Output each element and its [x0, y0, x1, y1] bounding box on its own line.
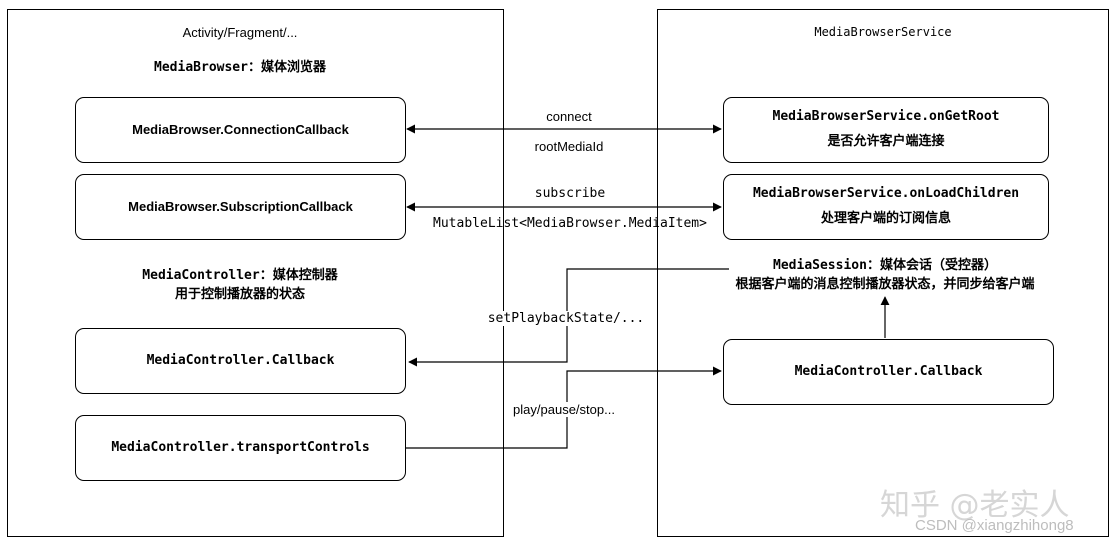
media-controller-label: MediaController：媒体控制器 用于控制播放器的状态: [142, 267, 337, 305]
on-get-root-title: MediaBrowserService.onGetRoot: [772, 109, 1000, 125]
service-controller-callback-label: MediaController.Callback: [794, 363, 983, 379]
media-controller-label-code: MediaController: [142, 268, 260, 283]
transport-controls-box: MediaController.transportControls: [75, 415, 406, 481]
on-get-root-desc: 是否允许客户端连接: [827, 134, 945, 149]
subscription-callback-label: MediaBrowser.SubscriptionCallback: [128, 198, 353, 214]
transport-controls-label: MediaController.transportControls: [111, 439, 370, 455]
set-playback-state-label: setPlaybackState/...: [485, 311, 647, 326]
client-panel-title: Activity/Fragment/...: [182, 25, 298, 40]
on-load-children-box: MediaBrowserService.onLoadChildren 处理客户端…: [723, 174, 1049, 240]
media-controller-label-line2: 用于控制播放器的状态: [174, 286, 306, 302]
on-load-children-desc: 处理客户端的订阅信息: [820, 211, 951, 226]
media-session-label-code: MediaSession: [773, 258, 867, 273]
connect-label: connect: [544, 109, 594, 124]
media-session-label-desc: ：媒体会话（受控器）: [866, 258, 997, 273]
client-controller-callback-box: MediaController.Callback: [75, 328, 406, 394]
mutable-list-label: MutableList<MediaBrowser.MediaItem>: [433, 216, 707, 231]
media-browser-label: MediaBrowser：媒体浏览器: [154, 56, 326, 75]
play-pause-stop-label: play/pause/stop...: [511, 402, 617, 417]
media-session-label: MediaSession：媒体会话（受控器） 根据客户端的消息控制播放器状态，并…: [735, 257, 1034, 295]
root-media-id-label: rootMediaId: [534, 139, 604, 154]
connection-callback-label: MediaBrowser.ConnectionCallback: [132, 121, 349, 137]
client-controller-callback-label: MediaController.Callback: [146, 352, 335, 368]
on-get-root-box: MediaBrowserService.onGetRoot 是否允许客户端连接: [723, 97, 1049, 163]
media-browser-label-code: MediaBrowser: [154, 60, 248, 75]
service-panel-title: MediaBrowserService: [814, 25, 952, 39]
connection-callback-box: MediaBrowser.ConnectionCallback: [75, 97, 406, 163]
media-browser-label-desc: ：媒体浏览器: [247, 60, 326, 75]
csdn-watermark: CSDN @xiangzhihong8: [915, 517, 1074, 534]
subscribe-label: subscribe: [532, 186, 608, 201]
on-load-children-title: MediaBrowserService.onLoadChildren: [752, 186, 1020, 202]
zhihu-watermark: 知乎 @老实人: [880, 488, 1070, 523]
media-controller-label-desc: ：媒体控制器: [259, 268, 338, 283]
subscription-callback-box: MediaBrowser.SubscriptionCallback: [75, 174, 406, 240]
media-session-label-line2: 根据客户端的消息控制播放器状态，并同步给客户端: [735, 276, 1035, 292]
service-controller-callback-box: MediaController.Callback: [723, 339, 1054, 405]
